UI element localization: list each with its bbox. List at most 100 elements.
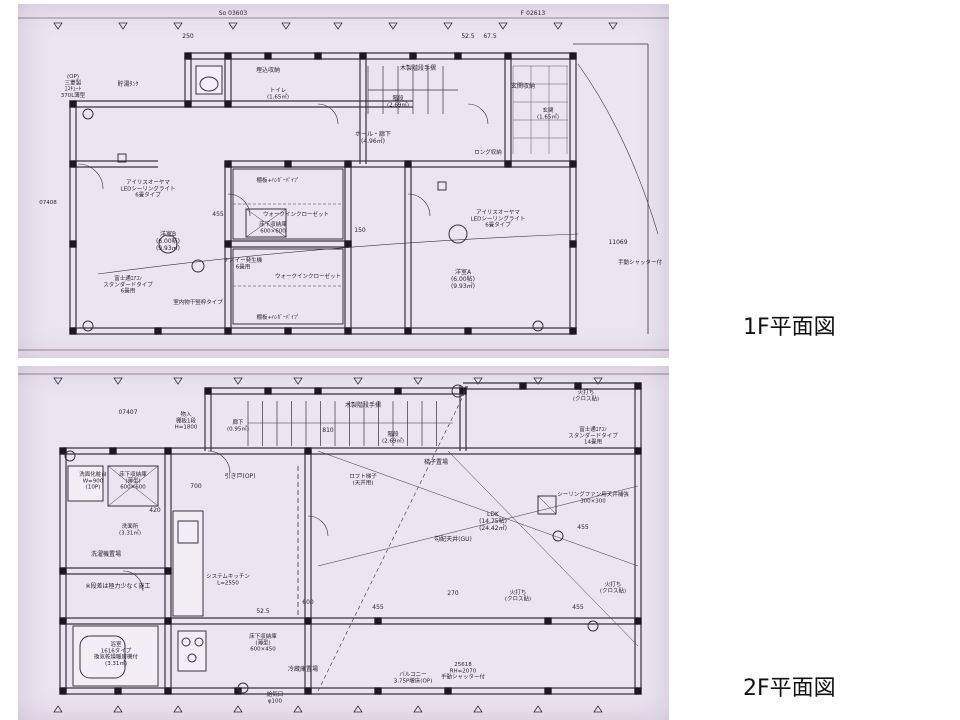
ceiling-slope-line	[317, 385, 469, 692]
level-marker	[233, 705, 243, 713]
column-post	[59, 617, 67, 625]
ceiling-light-marker	[448, 224, 468, 244]
column-post	[304, 447, 312, 455]
hatch-diagonal	[107, 465, 159, 507]
column-post	[224, 160, 232, 168]
ceiling-slope-line	[317, 485, 639, 567]
toilet-label: トイレ(1.65㎡)	[267, 88, 289, 100]
column-post	[314, 52, 322, 60]
fire-beam-label: 火打ち(クロス貼)	[600, 580, 626, 594]
level-marker	[173, 377, 183, 385]
door-swing	[122, 570, 144, 592]
dimension-label: 700	[190, 483, 202, 490]
level-marker	[498, 22, 508, 30]
walk-in-closet-label: ウォークインクローゼット	[263, 210, 329, 218]
column-post	[224, 100, 232, 108]
shutter-label: 手動シャッター付	[618, 258, 663, 266]
supply-vent-marker	[237, 682, 249, 694]
level-marker	[233, 377, 243, 385]
fire-beam-label: 火打ち(クロス貼)	[505, 588, 531, 602]
dimension-label: 455	[372, 604, 384, 611]
column-post	[224, 52, 232, 60]
column-post	[264, 52, 272, 60]
sloped-ceiling-label: 勾配天井(GU)	[434, 535, 472, 543]
level-marker	[443, 22, 453, 30]
wash-basin	[67, 465, 104, 502]
column-post	[359, 52, 367, 60]
burner	[187, 653, 197, 663]
column-post	[394, 387, 402, 395]
level-marker	[593, 377, 603, 385]
column-post	[344, 160, 352, 168]
hall-label: ホール・廊下(4.96㎡)	[355, 130, 391, 145]
column-post	[164, 447, 172, 455]
column-post	[264, 387, 272, 395]
header-code: So 03603	[219, 10, 248, 17]
ceiling-slope-line	[317, 450, 639, 567]
column-post	[114, 687, 122, 695]
column-post	[634, 617, 642, 625]
storage-tank-label: 貯湯ﾀﾝｸ	[117, 80, 138, 88]
outlet-marker	[117, 153, 127, 163]
column-circle-marker	[451, 384, 465, 398]
underfloor-hatch	[245, 208, 287, 238]
column-post	[154, 327, 162, 335]
column-post	[454, 52, 462, 60]
column-post	[109, 447, 117, 455]
door-swing	[307, 515, 329, 537]
fan-reinforcement-box	[537, 495, 557, 515]
column-post	[409, 52, 417, 60]
door-swing	[227, 193, 251, 217]
underfloor-storage-label: 床下収納庫(薄型)600×600	[119, 470, 147, 491]
loft-ladder-label: ロフト梯子(天井用)	[349, 472, 377, 486]
western-room-a-label: 洋室A(6.00帖)(9.93㎡)	[451, 268, 475, 290]
level-marker	[293, 377, 303, 385]
entrance-label: 玄関(1.65㎡)	[537, 106, 559, 120]
ceiling-light-marker	[158, 234, 178, 254]
column-post	[374, 687, 382, 695]
sink-basin	[177, 520, 199, 544]
column-post	[184, 100, 192, 108]
bathtub-basin	[79, 635, 126, 679]
column-post	[344, 240, 352, 248]
hatch-diagonal	[537, 495, 557, 515]
dimension-label: 52.5	[256, 608, 270, 615]
first-floor-caption: 1F平面図	[743, 315, 836, 340]
underfloor-storage-label: 床下収納庫(薄型)600×450	[249, 632, 277, 653]
stairs-area-label: 階段(2.69㎡)	[382, 430, 404, 444]
built-in-storage-label: 埋込収納	[256, 66, 280, 74]
column-post	[519, 382, 527, 390]
dimension-label: 270	[447, 590, 459, 597]
north-marker	[191, 259, 205, 273]
burner	[194, 637, 204, 647]
column-post	[204, 387, 212, 395]
level-marker	[533, 377, 543, 385]
column-post	[59, 447, 67, 455]
shelf-hanger-label: 棚板+ﾊﾝｶﾞｰﾊﾟｲﾌﾟ	[256, 176, 299, 184]
level-marker	[228, 22, 238, 30]
column-post	[59, 567, 67, 575]
indoor-dryer-label: 室内物干竪枠タイプ	[173, 298, 223, 306]
level-marker	[113, 377, 123, 385]
level-marker	[388, 22, 398, 30]
level-marker	[113, 705, 123, 713]
column-post	[184, 52, 192, 60]
washroom-label: 洗面所(3.31㎡)	[119, 522, 141, 536]
dimension-label: 52.5	[461, 33, 475, 40]
column-post	[569, 240, 577, 248]
ceiling-slope-line	[447, 450, 639, 647]
dimension-label: 810	[322, 427, 334, 434]
door-swing	[467, 103, 489, 125]
column-post	[59, 687, 67, 695]
column-post	[304, 617, 312, 625]
